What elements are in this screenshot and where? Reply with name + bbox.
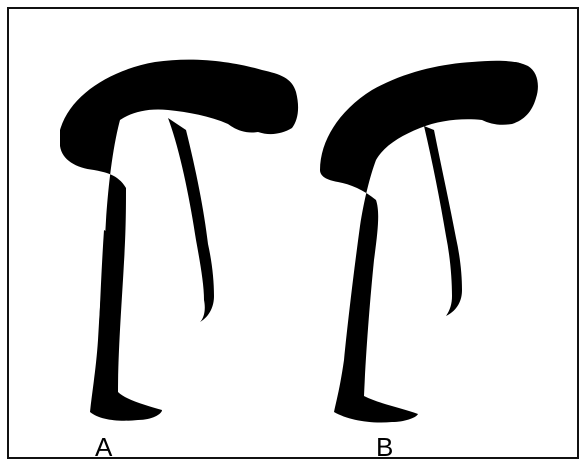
panel-label-a: A (95, 434, 113, 460)
silhouette-b (320, 61, 538, 423)
panel-label-b: B (376, 434, 394, 460)
silhouette-a (60, 60, 298, 421)
